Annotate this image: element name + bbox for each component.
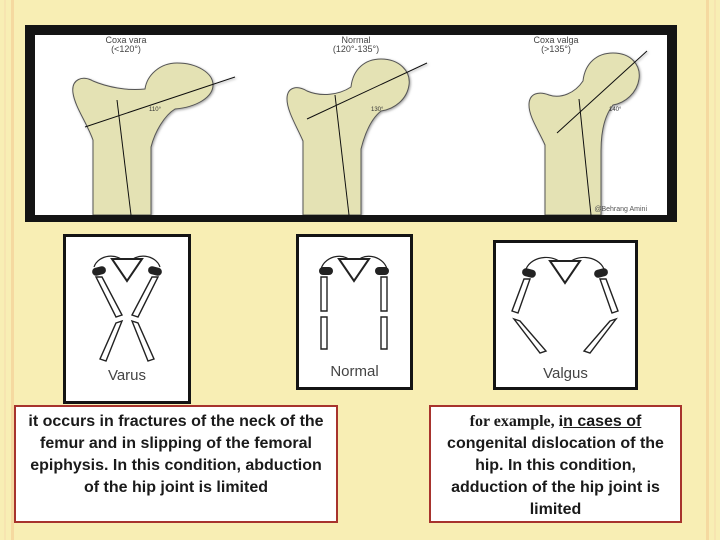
valgus-illustration <box>511 256 619 354</box>
angle-label-vara: 110° <box>149 107 161 113</box>
normal-diagram: Normal <box>296 234 413 390</box>
femur-label-name: Coxa vara <box>105 35 147 45</box>
femur-coxa-valga <box>528 50 648 216</box>
right-border-stripe <box>706 0 709 540</box>
femur-label-range: (120°-135°) <box>332 44 380 54</box>
femur-label-range: (<120°) <box>111 44 141 54</box>
valgus-description-rest: congenital dislocation of the hip. In th… <box>447 435 664 518</box>
femur-normal <box>286 58 428 216</box>
varus-diagram: Varus <box>63 234 191 404</box>
left-border-stripe-outer <box>4 0 6 540</box>
femur-figure-canvas: Coxa vara (<120°) Normal (120°-135°) Cox… <box>35 35 667 216</box>
valgus-description-box: for example, in cases of congenital disl… <box>429 405 682 523</box>
varus-illustration <box>92 255 162 362</box>
femur-label-range: (>135°) <box>541 44 571 54</box>
diagram-label-normal: Normal <box>330 363 379 380</box>
femur-label-coxa-vara: Coxa vara (<120°) <box>71 36 181 54</box>
femur-illustration <box>72 50 648 216</box>
diagram-label-valgus: Valgus <box>543 365 588 382</box>
angle-label-valga: 140° <box>609 107 622 113</box>
valgus-description-lead: for example, i <box>469 413 564 430</box>
diagram-label-varus: Varus <box>107 367 147 384</box>
valgus-diagram: Valgus <box>493 240 638 390</box>
image-credit: @Behrang Amini <box>594 206 647 213</box>
varus-description-text: it occurs in fractures of the neck of th… <box>28 413 324 496</box>
angle-label-normal: 130° <box>371 107 384 113</box>
femur-label-coxa-valga: Coxa valga (>135°) <box>501 36 611 54</box>
femur-label-name: Coxa valga <box>533 35 579 45</box>
varus-description-box: it occurs in fractures of the neck of th… <box>14 405 338 523</box>
femur-coxa-vara <box>72 62 236 216</box>
femur-label-normal: Normal (120°-135°) <box>301 36 411 54</box>
normal-alignment-illustration <box>319 255 389 350</box>
femur-angle-figure: Coxa vara (<120°) Normal (120°-135°) Cox… <box>25 25 677 222</box>
right-border-stripe-outer <box>714 0 716 540</box>
femur-label-name: Normal <box>341 35 371 45</box>
left-border-stripe <box>11 0 14 540</box>
valgus-description-underlined: n cases of <box>563 413 642 430</box>
